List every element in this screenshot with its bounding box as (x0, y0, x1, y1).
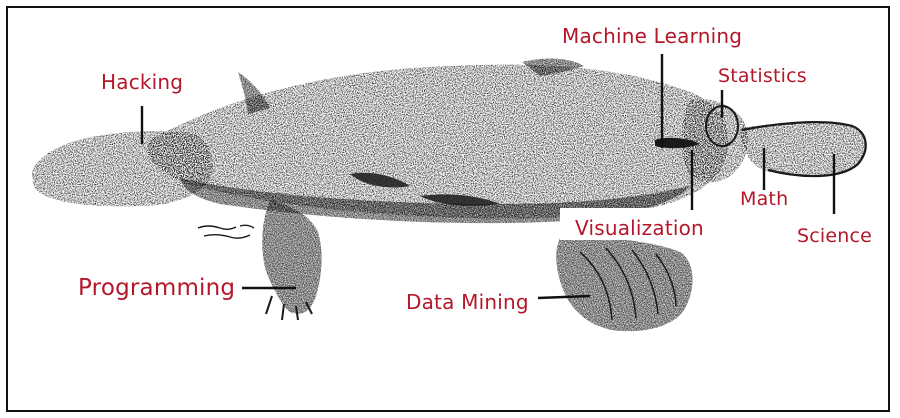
ground-scribble (197, 224, 255, 239)
upper-fin (522, 58, 584, 76)
label-statistics: Statistics (718, 65, 807, 87)
dorsal-fin (238, 72, 270, 114)
label-math: Math (740, 188, 789, 210)
label-hacking: Hacking (101, 70, 184, 94)
front-claws (265, 295, 313, 321)
label-data-mining: Data Mining (406, 290, 529, 314)
label-programming: Programming (78, 275, 236, 301)
leader-lines (140, 54, 836, 300)
label-machine-learning: Machine Learning (562, 24, 743, 48)
rear-foot (556, 237, 693, 332)
data-mining-leader (537, 294, 591, 300)
label-visualization: Visualization (575, 216, 704, 240)
body-detail (655, 137, 700, 149)
rear-foot-webbing (579, 247, 677, 321)
head-shape (682, 98, 748, 183)
bill-outline (741, 121, 867, 178)
body-detail-2 (350, 172, 410, 188)
front-leg (262, 200, 322, 314)
bill-shape (740, 122, 866, 177)
body-shape (147, 64, 729, 219)
label-science: Science (797, 225, 873, 247)
visualization-label-bg (560, 208, 716, 240)
body-detail-3 (420, 194, 500, 206)
